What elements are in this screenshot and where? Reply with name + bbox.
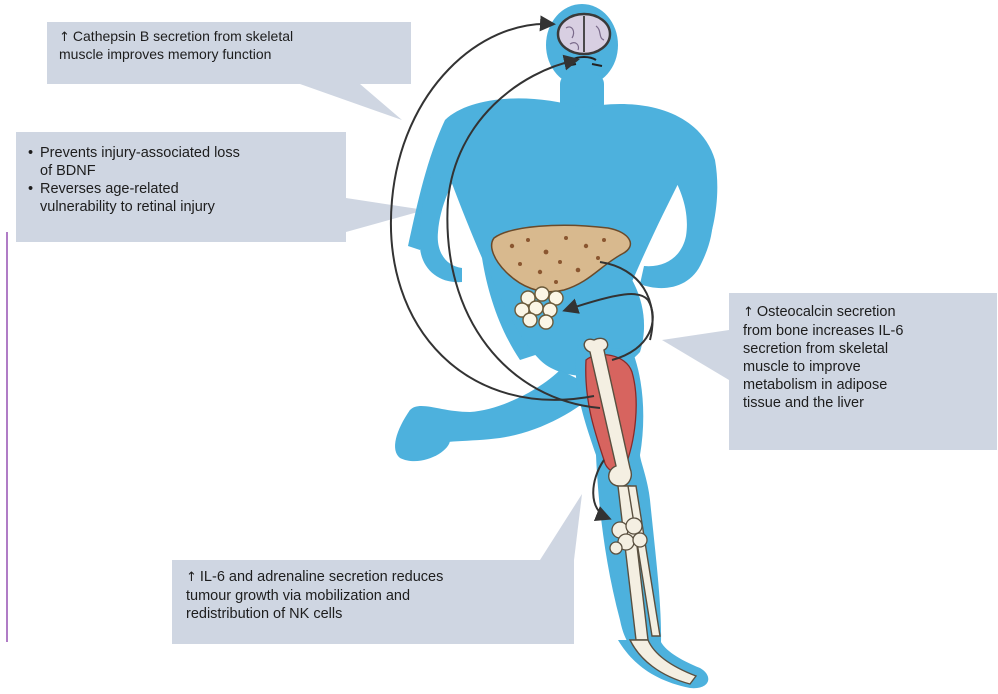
cathepsin-line-2: muscle improves memory function xyxy=(59,46,401,63)
osteocalcin-line-1: ↑Osteocalcin secretion xyxy=(743,303,991,322)
cathepsin-line-1: ↑Cathepsin B secretion from skeletal xyxy=(59,28,401,46)
bdnf-bullet-2: Reverses age-related vulnerability to re… xyxy=(28,180,338,216)
il6-callout: ↑IL-6 and adrenaline secretion reduces t… xyxy=(172,560,574,644)
osteocalcin-line-6: tissue and the liver xyxy=(743,394,991,412)
increase-arrow-icon: ↑ xyxy=(186,570,197,585)
il6-callout-pointer xyxy=(540,494,582,560)
osteocalcin-line-5: metabolism in adipose xyxy=(743,376,991,394)
increase-arrow-icon: ↑ xyxy=(743,305,754,320)
il6-line-1: ↑IL-6 and adrenaline secretion reduces xyxy=(186,568,566,587)
bdnf-callout: Prevents injury-associated loss of BDNF … xyxy=(16,132,346,242)
bdnf-bullet-list: Prevents injury-associated loss of BDNF … xyxy=(28,144,338,216)
osteocalcin-line-2: from bone increases IL-6 xyxy=(743,322,991,340)
osteocalcin-callout-pointer xyxy=(662,330,729,380)
bdnf-bullet-1: Prevents injury-associated loss of BDNF xyxy=(28,144,338,180)
increase-arrow-icon: ↑ xyxy=(59,30,70,45)
cathepsin-callout-pointer xyxy=(300,84,402,120)
osteocalcin-line-3: secretion from skeletal xyxy=(743,340,991,358)
il6-line-2: tumour growth via mobilization and xyxy=(186,587,566,605)
osteocalcin-line-4: muscle to improve xyxy=(743,358,991,376)
il6-line-3: redistribution of NK cells xyxy=(186,605,566,623)
osteocalcin-callout: ↑Osteocalcin secretion from bone increas… xyxy=(729,293,997,450)
cathepsin-callout: ↑Cathepsin B secretion from skeletal mus… xyxy=(47,22,411,84)
